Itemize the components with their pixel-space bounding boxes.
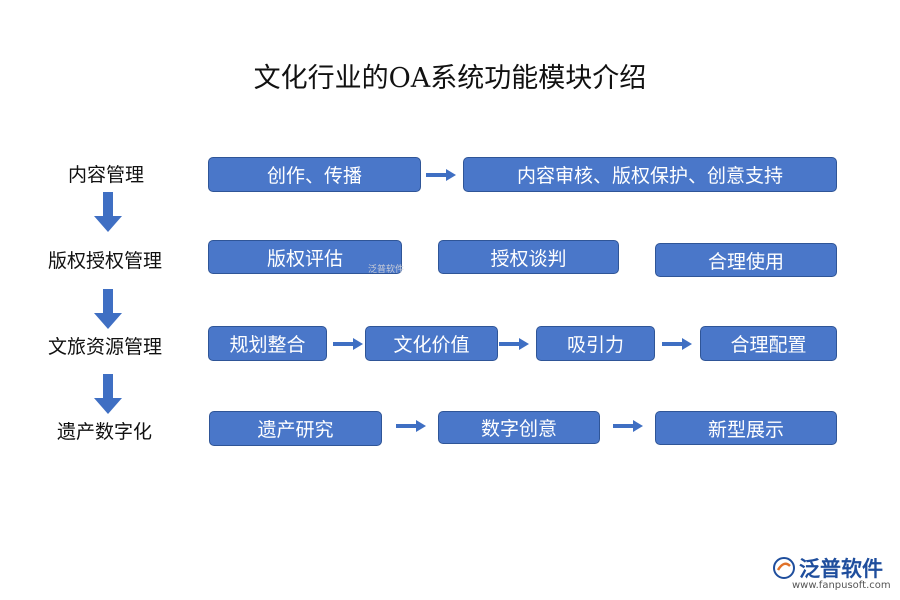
brand-logo: 泛普软件 [773, 553, 883, 583]
box-creation-dissemination: 创作、传播 [208, 157, 421, 192]
box-cultural-value: 文化价值 [365, 326, 498, 361]
down-arrow-icon [94, 374, 122, 414]
row-label-heritage-digitization: 遗产数字化 [57, 421, 153, 443]
right-arrow-icon [396, 420, 426, 432]
logo-name: 泛普软件 [799, 557, 883, 581]
down-arrow-icon [94, 192, 122, 232]
fanpu-logo-icon [773, 557, 795, 579]
box-fair-use: 合理使用 [655, 243, 837, 277]
watermark: 泛普软件 [368, 265, 405, 275]
box-reasonable-allocation: 合理配置 [700, 326, 837, 361]
row-label-cultural-tourism: 文旅资源管理 [48, 336, 163, 358]
box-new-display: 新型展示 [655, 411, 837, 445]
row-label-content-management: 内容管理 [68, 164, 145, 186]
box-licensing-negotiation: 授权谈判 [438, 240, 619, 274]
right-arrow-icon [613, 420, 643, 432]
box-heritage-research: 遗产研究 [209, 411, 382, 446]
right-arrow-icon [662, 338, 692, 350]
box-copyright-assessment: 版权评估 [208, 240, 402, 274]
down-arrow-icon [94, 289, 122, 329]
right-arrow-icon [426, 169, 456, 181]
diagram-title: 文化行业的OA系统功能模块介绍 [253, 63, 647, 94]
box-planning-integration: 规划整合 [208, 326, 327, 361]
logo-url: www.fanpusoft.com [792, 580, 891, 591]
box-review-protection-support: 内容审核、版权保护、创意支持 [463, 157, 837, 192]
box-digital-creativity: 数字创意 [438, 411, 600, 444]
box-attraction: 吸引力 [536, 326, 655, 361]
right-arrow-icon [333, 338, 363, 350]
right-arrow-icon [499, 338, 529, 350]
row-label-copyright-licensing: 版权授权管理 [48, 250, 163, 272]
